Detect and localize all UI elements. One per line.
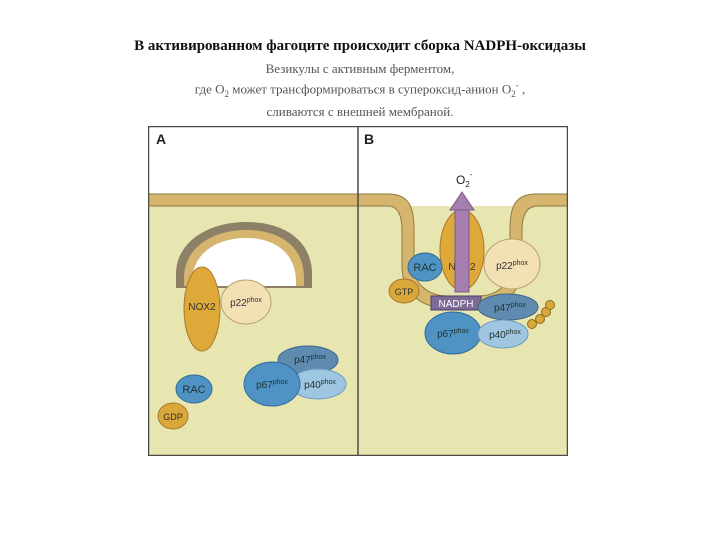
- svg-text:p47phox: p47phox: [494, 302, 526, 314]
- svg-text:p22phox: p22phox: [496, 260, 528, 272]
- svg-text:NOX2: NOX2: [188, 302, 216, 313]
- subtitle-line-2: где O2 может трансформироваться в суперо…: [194, 80, 526, 99]
- slide-subtitle: Везикулы с активным ферментом, где O2 мо…: [0, 60, 720, 120]
- svg-text:GDP: GDP: [163, 412, 183, 422]
- svg-text:p67phox: p67phox: [256, 379, 288, 391]
- p67phox-a: p67phox: [243, 361, 301, 407]
- nadph-oxidase-figure: NOX2 p22phox p47phox p40phox p67phox RAC…: [148, 126, 568, 456]
- superoxide-label: O2-: [456, 170, 473, 189]
- panel-b-label: B: [364, 131, 374, 147]
- svg-text:p22phox: p22phox: [230, 297, 262, 309]
- panel-a-label: A: [156, 131, 166, 147]
- svg-text:NADPH: NADPH: [438, 299, 473, 310]
- svg-text:RAC: RAC: [413, 262, 436, 274]
- nadph-box: NADPH: [430, 295, 482, 311]
- slide-title: В активированном фагоците происходит сбо…: [134, 38, 586, 54]
- gdp-a: GDP: [157, 402, 189, 430]
- phosphate-groups: [527, 300, 555, 329]
- p67phox-b: p67phox: [424, 311, 482, 355]
- p47phox-b: p47phox: [477, 293, 539, 321]
- nox2-a: NOX2: [183, 266, 221, 352]
- p40phox-b: p40phox: [477, 319, 529, 349]
- svg-text:RAC: RAC: [182, 384, 205, 396]
- subtitle-line-1: Везикулы с активным ферментом,: [265, 61, 455, 76]
- superoxide-arrow: [449, 191, 475, 293]
- p22phox-b: p22phox: [483, 238, 541, 290]
- svg-text:p40phox: p40phox: [304, 379, 336, 391]
- p22phox-a: p22phox: [220, 279, 272, 325]
- rac-a: RAC: [175, 374, 213, 404]
- gtp-b: GTP: [388, 278, 420, 304]
- svg-text:GTP: GTP: [395, 287, 414, 297]
- svg-text:p40phox: p40phox: [489, 329, 521, 341]
- svg-text:p47phox: p47phox: [294, 354, 326, 366]
- rac-b: RAC: [407, 252, 443, 282]
- plasma-membrane-a: [148, 194, 358, 206]
- subtitle-line-3: сливаются с внешней мембраной.: [266, 103, 454, 119]
- svg-text:p67phox: p67phox: [437, 328, 469, 340]
